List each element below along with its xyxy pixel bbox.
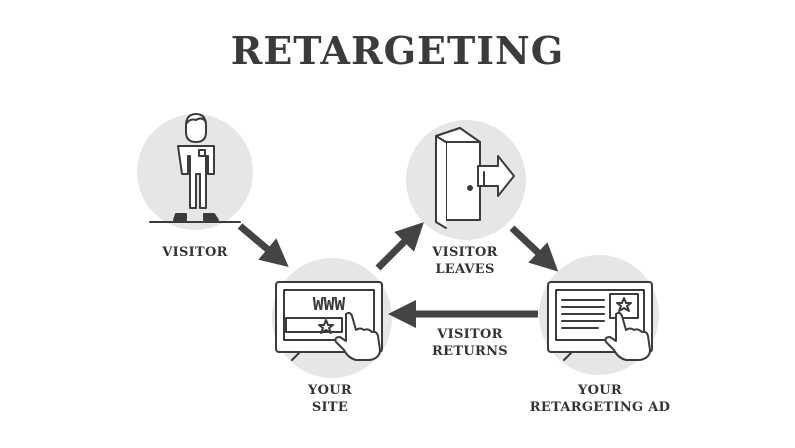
ad-click-icon <box>547 281 653 361</box>
screen-www-text: WWW <box>313 294 346 315</box>
diagram-title: RETARGETING <box>230 28 565 73</box>
website-click-icon <box>275 281 383 361</box>
label-visitor: VISITOR <box>162 245 228 260</box>
label-visitor-leaves: VISITOR LEAVES <box>432 245 498 277</box>
label-visitor-returns: VISITOR RETURNS <box>432 327 508 359</box>
arrow-leaves-to-ad <box>509 225 559 272</box>
door-exit-icon <box>435 127 515 229</box>
label-your-site: YOUR SITE <box>308 383 352 415</box>
arrow-visitor-to-site <box>237 223 289 268</box>
label-your-retargeting-ad: YOUR RETARGETING AD <box>529 383 671 415</box>
person-icon <box>149 113 241 223</box>
arrow-site-to-leaves <box>375 222 424 271</box>
